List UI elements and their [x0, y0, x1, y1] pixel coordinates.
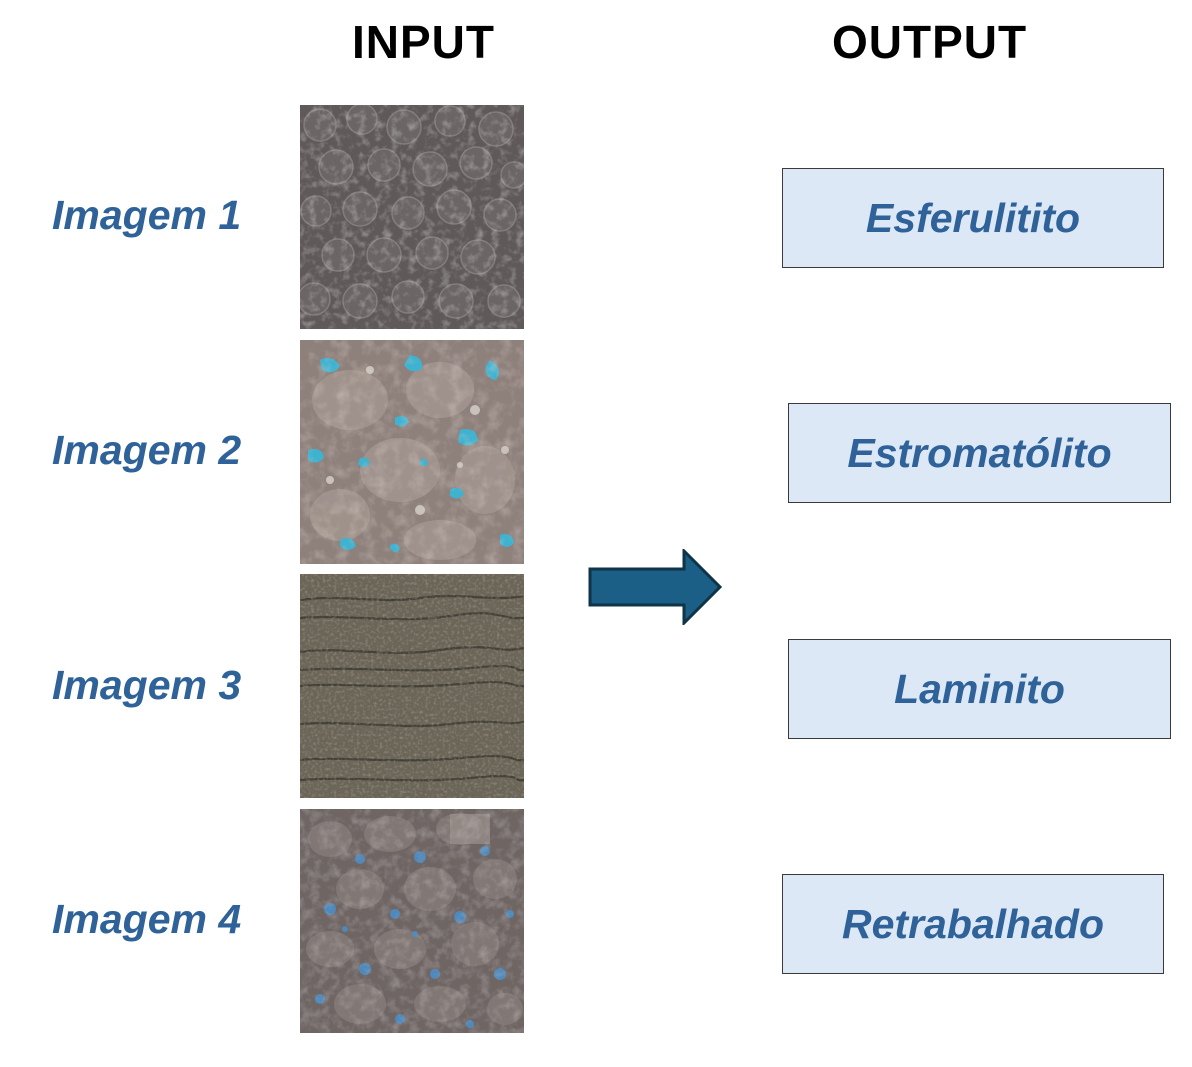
input-label-4: Imagem 4	[52, 896, 242, 942]
rock-image-4	[300, 809, 524, 1033]
output-box-1: Esferulitito	[782, 168, 1164, 268]
right-arrow-icon	[588, 547, 724, 627]
output-label-3: Laminito	[894, 665, 1065, 712]
input-label-3: Imagem 3	[52, 662, 242, 708]
rock-image-3	[300, 574, 524, 798]
output-box-2: Estromatólito	[788, 403, 1171, 503]
rock-image-2	[300, 340, 524, 564]
output-label-2: Estromatólito	[847, 429, 1112, 476]
output-column-header: OUTPUT	[832, 16, 1028, 68]
output-box-4: Retrabalhado	[782, 874, 1164, 974]
input-column-header: INPUT	[352, 16, 495, 68]
output-label-4: Retrabalhado	[842, 900, 1104, 947]
rock-image-1	[300, 105, 524, 329]
input-label-1: Imagem 1	[52, 192, 242, 238]
output-box-3: Laminito	[788, 639, 1171, 739]
input-label-2: Imagem 2	[52, 427, 242, 473]
output-label-1: Esferulitito	[865, 194, 1081, 241]
